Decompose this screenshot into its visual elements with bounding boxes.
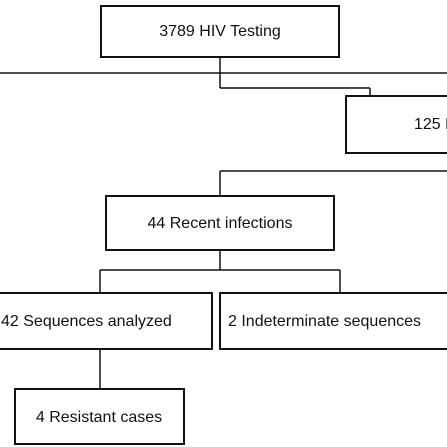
box-indeterminate: 2 Indeterminate sequences bbox=[219, 292, 447, 350]
box-resistant-label: 4 Resistant cases bbox=[36, 409, 162, 426]
box-positive: 125 HIV positive bbox=[345, 95, 447, 154]
box-recent-frame bbox=[105, 195, 335, 251]
box-recent-label: 44 Recent infections bbox=[148, 215, 293, 232]
box-positive-frame bbox=[345, 95, 447, 154]
box-analyzed: 42 Sequences analyzed bbox=[0, 292, 213, 350]
box-positive-label: 125 HIV positive bbox=[414, 116, 447, 133]
box-testing-label: 3789 HIV Testing bbox=[159, 23, 281, 40]
connectors bbox=[0, 57, 447, 389]
box-recent: 44 Recent infections bbox=[105, 195, 335, 251]
box-testing: 3789 HIV Testing bbox=[100, 5, 340, 58]
box-analyzed-label: 42 Sequences analyzed bbox=[1, 313, 172, 330]
box-indeterminate-frame bbox=[219, 292, 447, 350]
box-resistant-frame bbox=[14, 388, 185, 445]
box-resistant: 4 Resistant cases bbox=[14, 388, 185, 445]
box-indeterminate-label: 2 Indeterminate sequences bbox=[228, 313, 421, 330]
box-analyzed-frame bbox=[0, 292, 213, 350]
box-testing-frame bbox=[100, 5, 340, 58]
